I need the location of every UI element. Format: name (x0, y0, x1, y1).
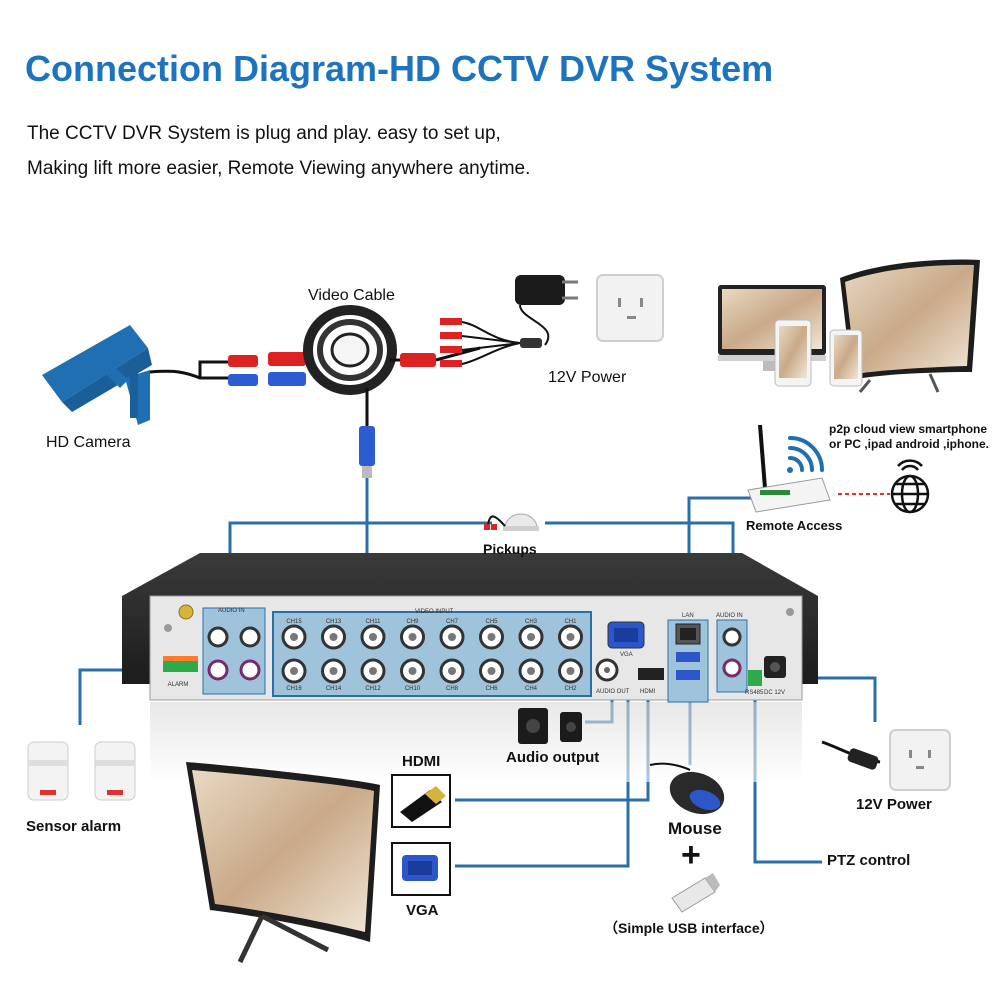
bnc-port-pin (448, 667, 456, 675)
channel-label: CH11 (366, 619, 382, 625)
hdmi-port-label: HDMI (640, 689, 656, 695)
microphone-icon (484, 513, 539, 531)
lan-label: LAN (682, 613, 694, 619)
hdmi-port: HDMI (638, 668, 664, 695)
power-right-label: 12V Power (856, 796, 932, 813)
channel-label: CH16 (286, 686, 302, 692)
mouse-icon (649, 762, 725, 815)
power-splitter-icon (435, 318, 542, 367)
ptz-control-label: PTZ control (827, 852, 911, 869)
rs485-label: RS485 (745, 690, 764, 696)
audio-out-port: AUDIO OUT (595, 658, 630, 695)
display-monitor-icon (186, 762, 380, 964)
hdmi-label: HDMI (402, 753, 441, 770)
video-input-label: VIDEO INPUT (415, 609, 454, 615)
alarm-label: ALARM (168, 682, 189, 688)
vga-port: VGA (607, 621, 645, 658)
channel-label: CH8 (446, 686, 459, 692)
power-adapter-icon (515, 275, 578, 346)
pickups-label: Pickups (483, 541, 537, 557)
plus-sign: + (681, 836, 701, 874)
hdmi-cable-icon (391, 774, 451, 828)
mouse-label: Mouse (668, 819, 722, 838)
wall-socket-right-icon (889, 729, 951, 791)
channel-label: CH6 (485, 686, 498, 692)
dc-label: DC 12V (764, 690, 785, 696)
channel-label: CH15 (286, 619, 302, 625)
audio-in-left-label: AUDIO IN (218, 608, 245, 614)
globe-icon (890, 459, 930, 514)
channel-label: CH4 (525, 686, 538, 692)
vga-port-label: VGA (620, 652, 633, 658)
bnc-port-pin (448, 633, 456, 641)
bnc-port-pin (369, 667, 377, 675)
bnc-port-pin (527, 633, 535, 641)
router-icon (747, 424, 831, 513)
channel-label: CH1 (564, 619, 577, 625)
subtitle-line-2: Making lift more easier, Remote Viewing … (27, 158, 531, 179)
usb-label: （Simple USB interface） (604, 920, 774, 936)
audio-out-label: AUDIO OUT (596, 689, 630, 695)
bnc-port-pin (369, 633, 377, 641)
channel-label: CH9 (406, 619, 419, 625)
power-cable-icon (821, 740, 881, 770)
power-top-label: 12V Power (548, 369, 627, 386)
channel-label: CH14 (326, 686, 342, 692)
sensor-alarm-label: Sensor alarm (26, 818, 122, 835)
wifi-icon (787, 436, 824, 473)
bnc-port-pin (290, 633, 298, 641)
bnc-port-pin (487, 667, 496, 675)
remote-access-label: Remote Access (746, 518, 843, 533)
audio-in-left-panel: AUDIO IN (202, 607, 266, 695)
vga-cable-icon (391, 842, 451, 896)
sensor-alarm-icon (27, 741, 136, 801)
p2p-label: p2p cloud view smartphone or PC ,ipad an… (829, 422, 989, 452)
alarm-terminal: ALARM (163, 604, 198, 688)
video-cable-icon (268, 305, 436, 478)
speaker-icon (518, 708, 582, 744)
usb-drive-icon (671, 873, 720, 913)
audio-in-right-label: AUDIO IN (716, 613, 743, 619)
bnc-port-pin (527, 667, 535, 675)
camera-pigtail-icon (149, 355, 258, 386)
audio-in-right-panel: AUDIO IN (716, 613, 748, 693)
hd-camera-label: HD Camera (46, 434, 131, 451)
lan-usb-panel: LAN (667, 613, 709, 703)
bnc-port-pin (408, 633, 417, 641)
channel-label: CH10 (405, 686, 421, 692)
channel-label: CH12 (365, 686, 381, 692)
channel-label: CH2 (564, 686, 577, 692)
bnc-port-pin (566, 633, 575, 641)
bnc-port-pin (290, 667, 298, 675)
channel-label: CH7 (446, 619, 459, 625)
bnc-port-pin (329, 633, 338, 641)
bnc-port-pin (487, 633, 496, 641)
p2p-line-1: p2p cloud view smartphone (829, 422, 988, 436)
bnc-port-pin (408, 667, 417, 675)
subtitle-line-1: The CCTV DVR System is plug and play. ea… (27, 123, 501, 144)
audio-output-label: Audio output (506, 749, 600, 766)
page-title: Connection Diagram-HD CCTV DVR System (25, 48, 774, 89)
bnc-port-pin (566, 667, 575, 675)
power-rs485-ports: RS485 DC 12V (745, 608, 794, 696)
wall-socket-icon (596, 274, 664, 342)
channel-label: CH13 (326, 619, 342, 625)
video-cable-label: Video Cable (308, 287, 395, 304)
vga-label: VGA (406, 902, 439, 919)
channel-label: CH5 (485, 619, 498, 625)
hd-camera-icon (42, 325, 152, 425)
bnc-port-pin (329, 667, 338, 675)
monitor-group-icon (718, 259, 980, 393)
p2p-line-2: or PC ,ipad android ,iphone. (829, 437, 990, 451)
channel-label: CH3 (525, 619, 538, 625)
